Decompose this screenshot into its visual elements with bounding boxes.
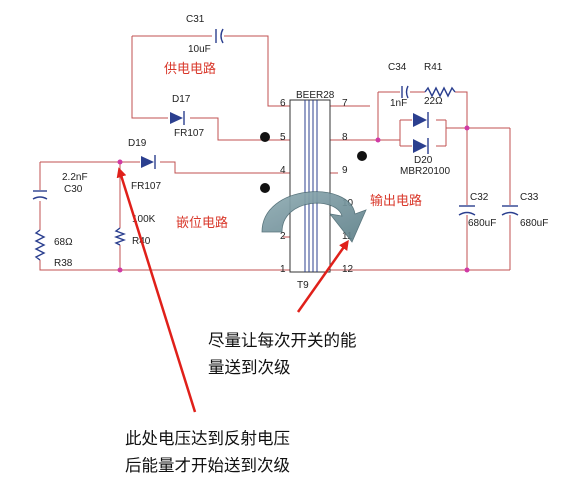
r38-ref: R38 — [54, 258, 73, 269]
c32-value: 680uF — [468, 218, 496, 229]
transformer-ref: T9 — [297, 280, 309, 291]
label-output-circuit: 输出电路 — [370, 193, 422, 208]
note-left-line2: 后能量才开始送到次级 — [125, 456, 290, 475]
pin-7: 7 — [342, 98, 348, 109]
d20-ref: D20 — [414, 155, 433, 166]
dot-pin5 — [260, 132, 270, 142]
pointer-arrow-right — [296, 239, 349, 313]
c30-value: 2.2nF — [62, 172, 88, 183]
pin-4: 4 — [280, 165, 286, 176]
d17-ref: D17 — [172, 94, 191, 105]
pin-1: 1 — [280, 264, 286, 275]
d20-value: MBR20100 — [400, 166, 450, 177]
note-right-line2: 量送到次级 — [208, 358, 291, 377]
r40-value: 100K — [132, 214, 156, 225]
c32-ref: C32 — [470, 192, 489, 203]
capacitor-c31: C31 10uF — [186, 14, 224, 55]
pin-2: 2 — [280, 231, 286, 242]
diode-d19: D19 FR107 — [128, 138, 161, 192]
capacitor-c32: C32 680uF — [458, 192, 496, 229]
resistor-r38: 68Ω R38 — [34, 229, 73, 269]
d19-value: FR107 — [131, 181, 161, 192]
r41-value: 22Ω — [424, 96, 443, 107]
d17-value: FR107 — [174, 128, 204, 139]
pin-8: 8 — [342, 132, 348, 143]
note-left-line1: 此处电压达到反射电压 — [125, 429, 290, 448]
capacitor-c30: 2.2nF C30 — [32, 172, 88, 200]
c31-ref: C31 — [186, 14, 205, 25]
capacitor-c34: C34 1nF — [388, 62, 409, 109]
diode-d20: D20 MBR20100 — [400, 112, 450, 177]
capacitor-c33: C33 680uF — [501, 192, 548, 229]
note-right-line1: 尽量让每次开关的能 — [208, 331, 357, 350]
c33-value: 680uF — [520, 218, 548, 229]
c34-value: 1nF — [390, 98, 407, 109]
c30-ref: C30 — [64, 184, 83, 195]
r38-value: 68Ω — [54, 237, 73, 248]
wires — [39, 35, 511, 271]
d19-ref: D19 — [128, 138, 147, 149]
transformer-t9: BEER28 T9 6 5 4 2 1 7 8 9 10 11 12 — [260, 90, 367, 291]
diode-d17: D17 FR107 — [170, 94, 204, 139]
transformer-name: BEER28 — [296, 90, 335, 101]
dot-pin9 — [357, 151, 367, 161]
label-supply-circuit: 供电电路 — [164, 61, 216, 76]
c34-ref: C34 — [388, 62, 407, 73]
dot-pin3 — [260, 183, 270, 193]
r41-ref: R41 — [424, 62, 443, 73]
c31-value: 10uF — [188, 44, 211, 55]
label-clamp-circuit: 嵌位电路 — [176, 215, 228, 230]
energy-transfer-arrow — [261, 191, 367, 243]
pin-9: 9 — [342, 165, 348, 176]
resistor-r41: R41 22Ω — [424, 62, 456, 107]
pin-6: 6 — [280, 98, 286, 109]
pin-12: 12 — [342, 264, 354, 275]
junction-dots — [117, 125, 470, 273]
pin-5: 5 — [280, 132, 286, 143]
pointer-arrow-left — [116, 167, 197, 413]
c33-ref: C33 — [520, 192, 539, 203]
